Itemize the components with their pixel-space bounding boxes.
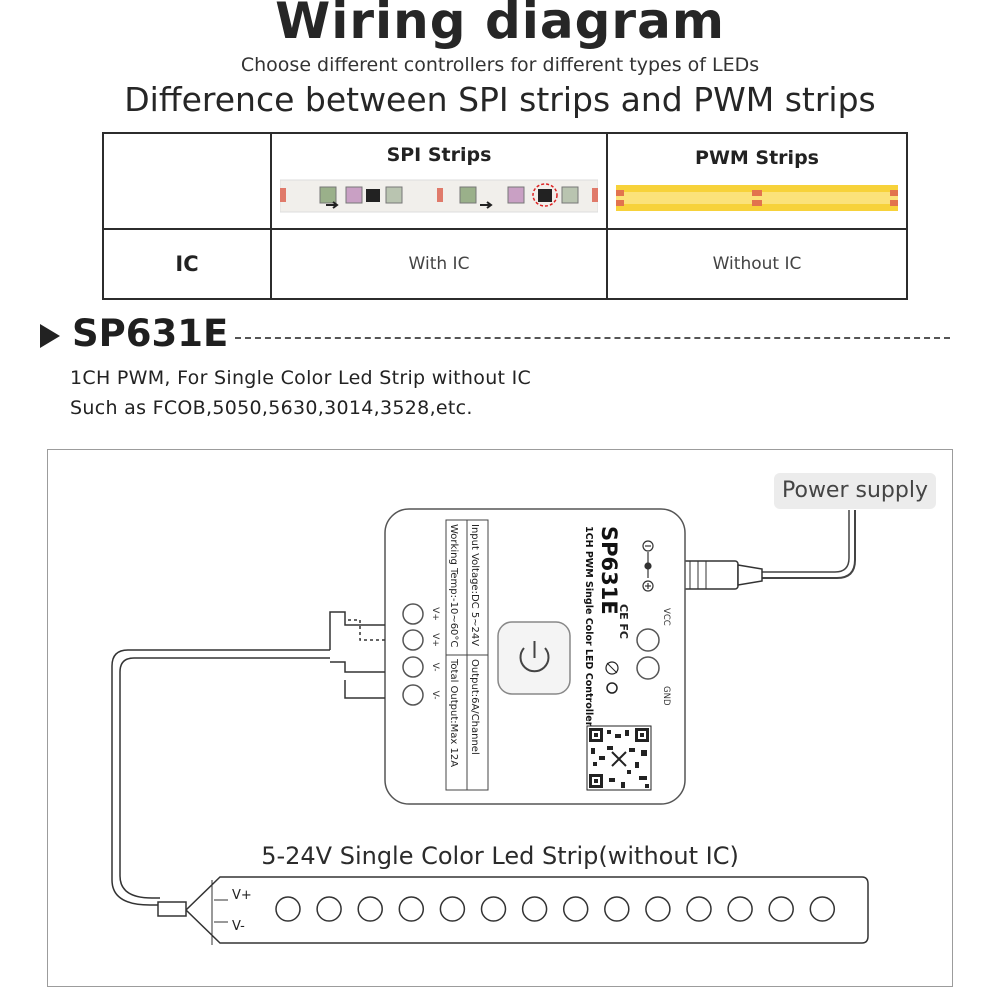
spi-ic-value: With IC	[270, 228, 608, 300]
led-chip	[768, 896, 794, 922]
product-model-heading: SP631E	[72, 312, 229, 355]
spec-working-temp: Working Temp:-10~60°C	[448, 524, 459, 647]
spec-total-output: Total Output:Max 12A	[448, 658, 459, 767]
led-chip	[398, 896, 425, 922]
terminal-label-vminus-2: V-	[430, 691, 440, 700]
terminal-label-vminus-1: V-	[430, 663, 440, 672]
pwm-strip-image	[616, 185, 898, 211]
spec-input-voltage: Input Voltage:DC 5~24V	[469, 524, 480, 646]
terminal-label-vplus-1: V+	[430, 607, 440, 621]
terminal-label-vplus-2: V+	[430, 633, 440, 647]
output-terminals	[402, 603, 424, 706]
spec-output: Output:6A/Channel	[469, 659, 480, 755]
led-chips	[275, 896, 836, 922]
led-chip	[357, 896, 383, 922]
power-supply-label: Power supply	[774, 473, 936, 509]
led-chip	[562, 896, 589, 922]
gnd-port	[636, 656, 660, 680]
led-chip	[316, 896, 342, 922]
controller-model-label: SP631E	[597, 526, 621, 615]
led-chip	[439, 896, 466, 922]
strip-caption: 5-24V Single Color Led Strip(without IC)	[261, 842, 739, 870]
pwm-ic-value: Without IC	[606, 228, 908, 300]
led-chip	[480, 896, 507, 922]
led-chip	[686, 896, 712, 922]
power-icon	[519, 647, 550, 673]
power-button[interactable]	[497, 621, 571, 695]
comparison-table: SPI Strips PWM Strips	[102, 132, 908, 300]
table-corner-cell	[102, 132, 272, 230]
diagram-frame	[47, 449, 953, 987]
pwm-header-cell: PWM Strips	[606, 132, 908, 230]
vcc-port	[636, 628, 660, 652]
led-chip	[521, 896, 548, 922]
page-title: Wiring diagram	[275, 0, 725, 50]
power-cable	[762, 510, 856, 579]
dc-polarity-icon	[642, 540, 654, 592]
product-description-line2: Such as FCOB,5050,5630,3014,3528,etc.	[70, 397, 473, 419]
led-chip	[727, 896, 753, 922]
spi-strip-image	[280, 179, 598, 213]
certification-marks: CE FC	[617, 604, 630, 639]
comparison-heading: Difference between SPI strips and PWM st…	[124, 80, 876, 119]
spi-strips-header: SPI Strips	[386, 144, 492, 166]
spec-label-box	[445, 519, 489, 791]
dashed-divider	[235, 337, 950, 339]
vcc-label: VCC	[661, 608, 671, 626]
led-chip	[275, 896, 301, 922]
triangle-bullet-icon	[40, 324, 60, 348]
strip-vminus-label: V-	[232, 919, 245, 934]
controller-subtitle: 1CH PWM Single Color LED Controller	[583, 526, 594, 727]
product-description-line1: 1CH PWM, For Single Color Led Strip with…	[70, 367, 532, 389]
led-strip	[157, 876, 869, 945]
led-chip	[809, 896, 836, 922]
led-chip	[645, 896, 671, 922]
gnd-label: GND	[661, 686, 671, 706]
led-chip	[604, 896, 630, 922]
qr-code	[586, 725, 652, 791]
pwm-strips-header: PWM Strips	[695, 147, 819, 169]
spi-header-cell: SPI Strips	[270, 132, 608, 230]
strip-vplus-label: V+	[232, 888, 252, 903]
strip-connector	[157, 901, 187, 917]
output-wires	[111, 611, 385, 906]
recycle-icon	[605, 661, 619, 694]
ic-row-label: IC	[102, 228, 272, 300]
page-subtitle: Choose different controllers for differe…	[240, 54, 760, 76]
